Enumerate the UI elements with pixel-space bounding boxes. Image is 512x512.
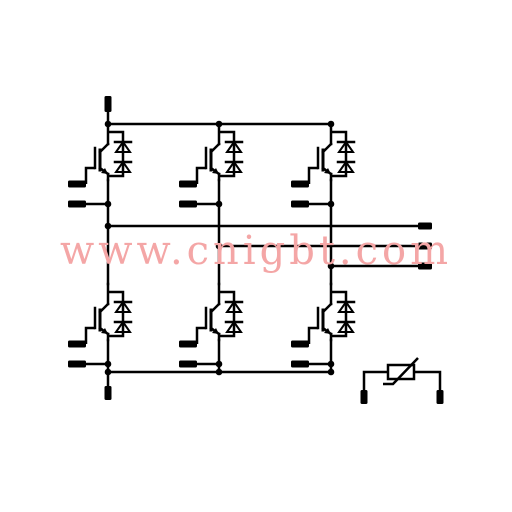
emitter-pin-icon xyxy=(291,200,309,208)
terminals xyxy=(104,96,444,404)
emitter-arrow xyxy=(324,328,331,334)
junction-dot xyxy=(215,120,223,128)
junction-dot xyxy=(215,368,223,376)
igbt-with-antiparallel-diodes-icon xyxy=(68,122,133,208)
diode-icon xyxy=(225,160,243,173)
junction-dot xyxy=(327,262,335,270)
emitter-pin-icon xyxy=(179,360,197,368)
gate-lead xyxy=(195,326,206,344)
thermistor-lead-right xyxy=(414,370,442,392)
diode-branch xyxy=(331,290,348,338)
igbt-with-antiparallel-diodes-icon xyxy=(291,282,356,368)
pin-terminal-icon xyxy=(104,386,112,400)
thermistor-slash xyxy=(383,357,419,386)
junction-dot xyxy=(327,120,335,128)
emitter-arrow xyxy=(212,168,219,174)
junction-dot xyxy=(327,360,335,368)
diode-branch xyxy=(108,290,125,338)
emitter-pin-icon xyxy=(68,360,86,368)
junction-dot xyxy=(104,120,112,128)
igbt-with-antiparallel-diodes-icon xyxy=(291,122,356,208)
diode-icon xyxy=(114,300,132,313)
junction-dot xyxy=(104,368,112,376)
junction-dot xyxy=(104,222,112,230)
pin-terminal-icon xyxy=(436,390,444,404)
diode-icon xyxy=(225,320,243,333)
junction-dot xyxy=(215,360,223,368)
emitter-arrow xyxy=(324,168,331,174)
gate-pin-icon xyxy=(179,180,197,188)
diode-icon xyxy=(337,320,355,333)
junction-dot xyxy=(104,360,112,368)
gate-lead xyxy=(307,326,318,344)
diode-branch xyxy=(219,290,236,338)
diode-icon xyxy=(114,160,132,173)
igbt-with-antiparallel-diodes-icon xyxy=(179,122,244,208)
junction-dot xyxy=(327,200,335,208)
igbt-with-antiparallel-diodes-icon xyxy=(68,282,133,368)
junction-dot xyxy=(215,242,223,250)
diode-icon xyxy=(114,140,132,153)
diode-icon xyxy=(337,300,355,313)
thermistor-lead-left xyxy=(362,370,388,392)
watermark-text: www.cnigbt.com xyxy=(60,228,452,274)
igbt-with-antiparallel-diodes-icon xyxy=(179,282,244,368)
pin-terminal-icon xyxy=(360,390,368,404)
gate-lead xyxy=(84,326,95,344)
gate-pin-icon xyxy=(179,340,197,348)
diode-icon xyxy=(337,160,355,173)
emitter-pin-icon xyxy=(179,200,197,208)
gate-pin-icon xyxy=(291,340,309,348)
pin-terminal-icon xyxy=(418,242,432,250)
gate-lead xyxy=(195,166,206,184)
junction-dot xyxy=(215,200,223,208)
pin-terminal-icon xyxy=(104,96,112,112)
junction-dot xyxy=(104,200,112,208)
diode-icon xyxy=(114,320,132,333)
diode-branch xyxy=(219,130,236,178)
emitter-arrow xyxy=(101,168,108,174)
junctions xyxy=(104,120,335,376)
pin-terminal-icon xyxy=(418,262,432,270)
emitter-arrow xyxy=(101,328,108,334)
diode-branch xyxy=(331,130,348,178)
junction-dot xyxy=(327,368,335,376)
emitter-pin-icon xyxy=(68,200,86,208)
gate-pin-icon xyxy=(68,180,86,188)
devices xyxy=(68,122,356,368)
gate-pin-icon xyxy=(68,340,86,348)
diode-branch xyxy=(108,130,125,178)
gate-lead xyxy=(84,166,95,184)
pin-terminal-icon xyxy=(418,222,432,230)
gate-pin-icon xyxy=(291,180,309,188)
diode-icon xyxy=(225,300,243,313)
emitter-arrow xyxy=(212,328,219,334)
ntc-thermistor xyxy=(362,357,442,392)
diode-icon xyxy=(225,140,243,153)
gate-lead xyxy=(307,166,318,184)
emitter-pin-icon xyxy=(291,360,309,368)
diode-icon xyxy=(337,140,355,153)
